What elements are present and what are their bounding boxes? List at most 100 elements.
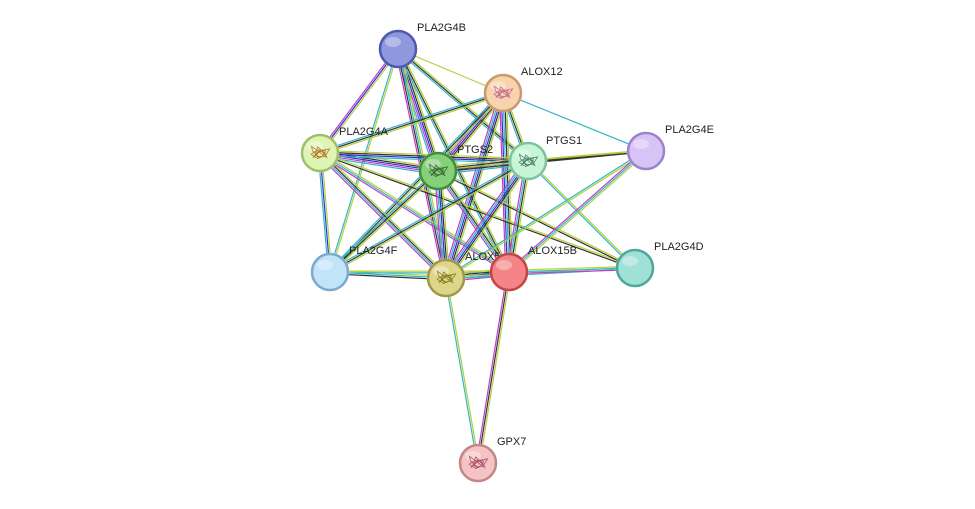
structure-ribbon	[428, 163, 449, 178]
edge-ptgs1-pla2g4d[interactable]	[526, 159, 637, 270]
node-label: PLA2G4E	[665, 124, 714, 136]
edge-line-cyan	[444, 277, 478, 464]
edge-line-yellowgreen	[448, 162, 532, 281]
edge-line-cyan	[502, 92, 647, 152]
edge-line-cyan	[328, 169, 438, 272]
edge-line-yellowgreen	[527, 149, 647, 161]
node-circle	[378, 29, 418, 69]
edge-line-purple	[435, 171, 508, 275]
edge-pla2g4b-pla2g4a[interactable]	[318, 47, 400, 155]
node-pla2g4d[interactable]: PLA2G4D	[615, 241, 704, 288]
structure-ribbon	[518, 153, 539, 168]
edge-line-yellowgreen	[448, 93, 507, 280]
edge-line-yellowgreen	[439, 168, 512, 272]
edge-ptgs1-pla2g4f[interactable]	[328, 158, 530, 275]
node-label: ALOX12	[521, 66, 563, 78]
node-highlight	[633, 139, 649, 149]
edge-ptgs2-pla2g4f[interactable]	[328, 169, 440, 274]
node-label: GPX7	[497, 436, 526, 448]
edge-line-yellowgreen	[330, 161, 530, 275]
edge-alox12-alox5[interactable]	[442, 91, 507, 280]
edge-line-yellowgreen	[319, 149, 529, 160]
edge-line-cyan	[328, 91, 503, 272]
node-alox12[interactable]: ALOX12	[483, 66, 563, 113]
node-circle	[615, 248, 655, 288]
edge-line-black	[438, 169, 511, 273]
edge-alox12-pla2g4e[interactable]	[502, 92, 647, 152]
edge-line-yellowgreen	[528, 159, 637, 268]
edge-line-cyan	[328, 158, 528, 272]
node-label: ALOX5	[465, 251, 500, 263]
edge-line-purple	[394, 48, 445, 280]
node-label: PLA2G4F	[349, 245, 398, 257]
edge-pla2g4b-pla2g4f[interactable]	[328, 48, 400, 273]
node-label: PLA2G4B	[417, 22, 466, 34]
node-highlight	[317, 260, 333, 270]
node-pla2g4f[interactable]: PLA2G4F	[310, 245, 398, 292]
edge-line-cyan	[436, 170, 509, 274]
edge-line-blue	[445, 92, 504, 279]
edge-ptgs1-alox5[interactable]	[442, 158, 532, 281]
node-alox5[interactable]: ALOX5	[426, 251, 501, 298]
edge-line-black	[477, 271, 510, 464]
edge-line-purple	[318, 153, 509, 275]
edge-line-yellowgreen	[330, 171, 440, 274]
protein-structure-icon	[518, 153, 539, 168]
node-pla2g4a[interactable]: PLA2G4A	[300, 126, 389, 173]
edge-line-yellowgreen	[445, 151, 648, 280]
edge-line-yellowgreen	[320, 49, 400, 155]
edge-line-cyan	[317, 152, 329, 273]
edge-line-yellowgreen	[321, 150, 449, 277]
edge-line-black	[446, 161, 530, 280]
edge-pla2g4e-alox15b[interactable]	[507, 149, 648, 274]
edge-alox15b-pla2g4d[interactable]	[508, 265, 636, 275]
edge-line-cyan	[443, 91, 502, 279]
edge-line-purple	[508, 269, 636, 275]
structure-ribbon	[310, 145, 331, 160]
edge-line-cyan	[508, 267, 636, 273]
edge-alox15b-gpx7[interactable]	[475, 271, 512, 464]
node-highlight	[622, 256, 638, 266]
edge-pla2g4a-alox15b[interactable]	[318, 150, 511, 275]
edge-line-blue	[319, 48, 399, 154]
edge-line-black	[504, 92, 512, 273]
structure-ribbon	[493, 85, 514, 100]
edge-line-purple	[507, 149, 646, 272]
node-alox15b[interactable]: ALOX15B	[489, 245, 577, 292]
edge-alox5-gpx7[interactable]	[444, 277, 480, 464]
edge-pla2g4a-pla2g4d[interactable]	[319, 151, 636, 270]
edge-ptgs1-pla2g4e[interactable]	[527, 149, 647, 163]
edge-line-purple	[318, 47, 398, 153]
node-label: PTGS1	[546, 135, 582, 147]
structure-ribbon	[468, 455, 489, 470]
edge-line-cyan	[328, 48, 398, 273]
node-label: ALOX15B	[528, 245, 577, 257]
edge-line-blue	[319, 152, 331, 273]
node-pla2g4b[interactable]: PLA2G4B	[378, 22, 466, 69]
edge-line-purple	[319, 154, 439, 174]
edge-line-black	[447, 92, 506, 280]
node-label: PLA2G4D	[654, 241, 704, 253]
edge-pla2g4a-alox5[interactable]	[317, 150, 449, 281]
edge-line-purple	[442, 158, 526, 277]
node-gpx7[interactable]: GPX7	[458, 436, 527, 483]
protein-structure-icon	[436, 270, 457, 285]
node-pla2g4e[interactable]: PLA2G4E	[626, 124, 714, 171]
edge-ptgs2-alox15b[interactable]	[435, 168, 512, 275]
edge-line-purple	[475, 271, 508, 464]
edge-pla2g4e-alox5[interactable]	[444, 149, 648, 280]
protein-structure-icon	[428, 163, 449, 178]
edge-line-yellowgreen	[508, 265, 636, 271]
node-ptgs2[interactable]: PTGS2	[418, 144, 494, 191]
edge-line-black	[329, 170, 439, 273]
edge-alox12-pla2g4a[interactable]	[318, 90, 505, 156]
edge-line-yellowgreen	[321, 152, 333, 273]
edge-line-black	[319, 92, 504, 154]
edge-pla2g4a-pla2g4f[interactable]	[317, 152, 333, 273]
node-circle	[489, 252, 529, 292]
edge-line-cyan	[502, 92, 510, 273]
edge-line-cyan	[444, 149, 647, 278]
node-circle	[626, 131, 666, 171]
node-ptgs1[interactable]: PTGS1	[508, 135, 583, 181]
